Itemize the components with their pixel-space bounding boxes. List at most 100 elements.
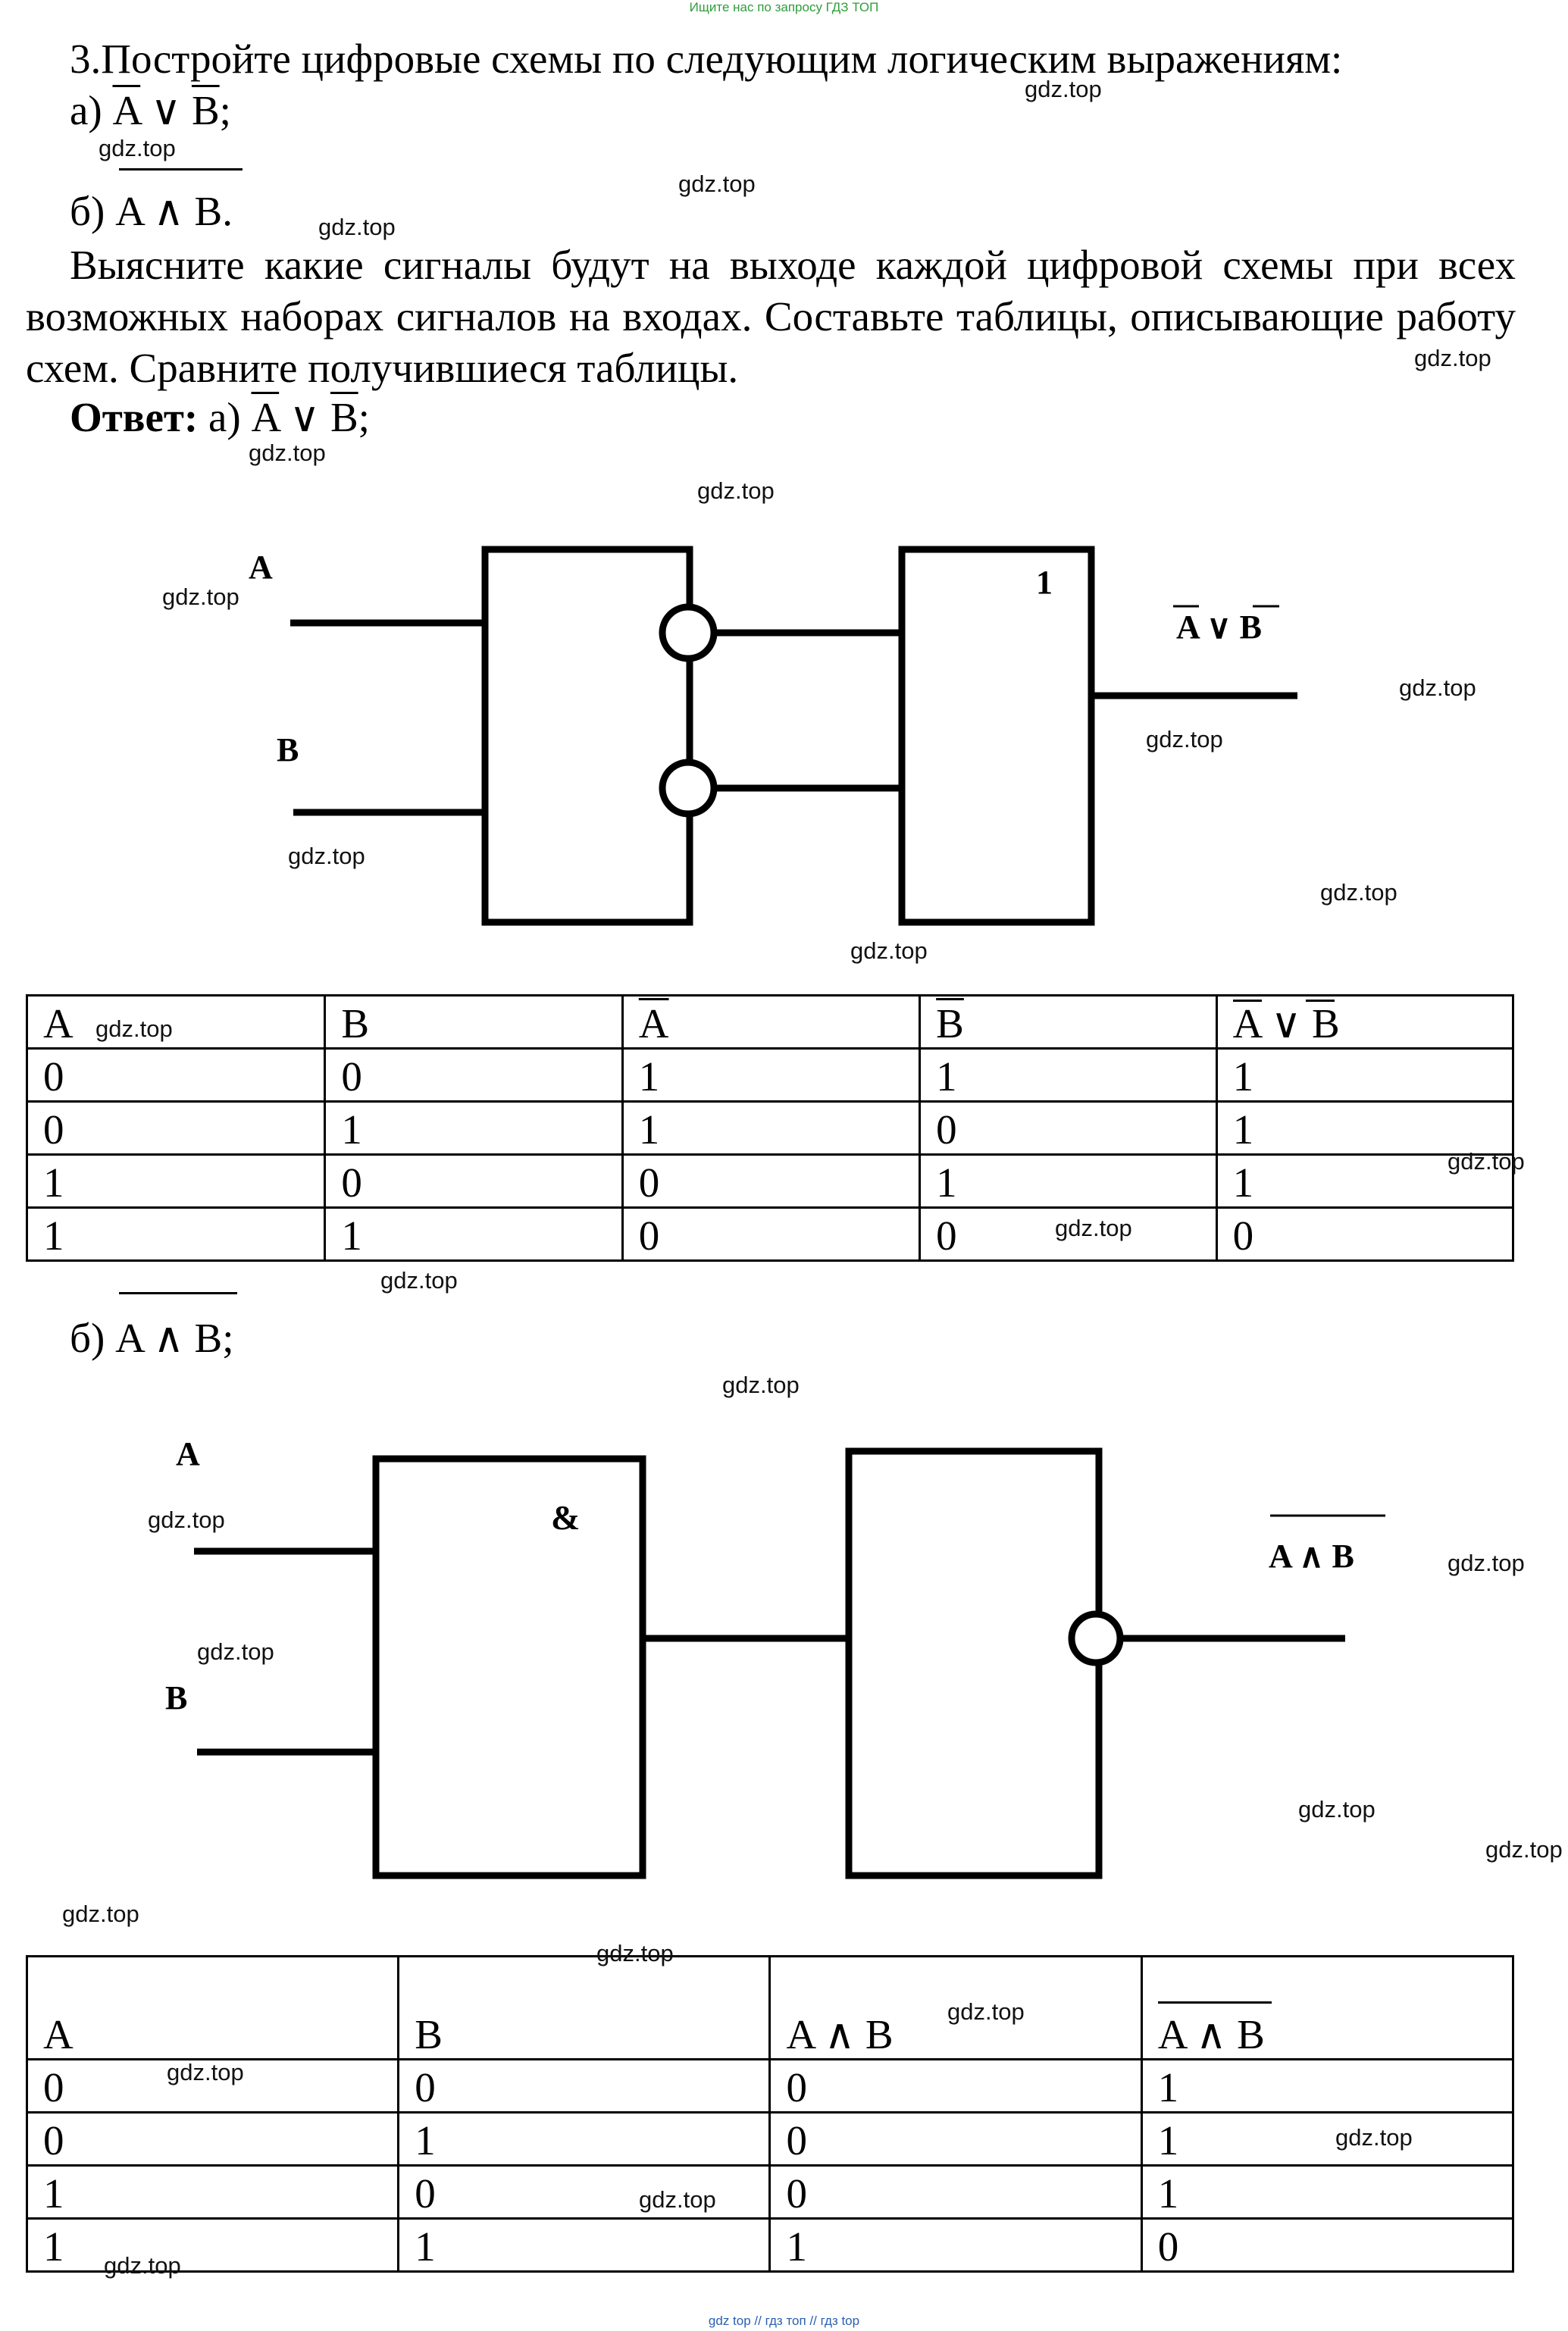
diagram-a-inversion-circle-b (659, 759, 718, 818)
watermark: gdz.top (1320, 879, 1397, 906)
task-item-a: а) A ∨ B; (70, 86, 231, 136)
diagram-a-input-b-label: B (277, 731, 299, 768)
answer-b-end: ; (222, 1315, 234, 1361)
diagram-b-and-symbol: & (551, 1498, 580, 1537)
table-a-header-not-a: A (638, 1000, 669, 1047)
table-b-header-cell: A ∧ B (1140, 1955, 1515, 2060)
table-b-header-cell: B (397, 1955, 771, 2060)
answer-b-prefix: б) (70, 1315, 116, 1361)
table-cell: 0 (621, 1153, 922, 1209)
task-paragraph: Выясните какие сигналы будут на выходе к… (26, 242, 1516, 391)
table-cell: 1 (25, 2164, 400, 2220)
task-a-end: ; (219, 87, 231, 133)
table-b-header-negation-bar (1157, 2001, 1272, 2004)
watermark: gdz.top (1399, 674, 1476, 701)
task-item-b: б) A ∧ B. (70, 186, 233, 236)
diagram-a-inversion-circle-a (659, 603, 718, 662)
table-a-header-bar-b (1305, 1000, 1335, 1002)
table-cell: 1 (621, 1100, 922, 1156)
circuit-diagram-b: A B & A ∧ B (165, 1435, 1385, 1879)
table-cell: 1 (324, 1206, 624, 1262)
table-b-header-row: A B A ∧ B A ∧ B (25, 1955, 1515, 2060)
watermark: gdz.top (1298, 1796, 1376, 1823)
watermark: gdz.top (639, 2186, 716, 2213)
watermark: gdz.top (380, 1267, 458, 1294)
watermark: gdz.top (288, 843, 365, 869)
watermark: gdz.top (62, 1901, 139, 1927)
watermark: gdz.top (167, 2059, 244, 2085)
watermark: gdz.top (1485, 1836, 1563, 1863)
watermark: gdz.top (162, 584, 239, 610)
watermark: gdz.top (95, 1015, 173, 1042)
table-cell: 0 (25, 1100, 327, 1156)
watermark: gdz.top (1025, 76, 1102, 102)
watermark: gdz.top (197, 1638, 274, 1665)
diagram-b-input-b-label: B (165, 1679, 187, 1716)
table-a-header-row: A B A B A ∨ B (25, 994, 1515, 1050)
table-cell: 0 (768, 2058, 1143, 2114)
table-a-header-cell: A (25, 994, 327, 1050)
task-a-operator: ∨ (140, 87, 192, 133)
watermark: gdz.top (249, 440, 326, 466)
answer-a-not-b: B (330, 394, 358, 440)
diagram-a-or-gate-block (898, 546, 1095, 926)
watermark: gdz.top (697, 477, 775, 504)
watermark: gdz.top (1335, 2124, 1413, 2151)
table-a-header-result: A ∨ B (1232, 1000, 1340, 1047)
table-cell: 1 (919, 1047, 1218, 1103)
answer-a-prefix: а) (198, 394, 252, 440)
table-cell: 0 (768, 2164, 1143, 2220)
diagram-a-not-gate-block (481, 546, 693, 926)
table-cell: 1 (919, 1153, 1218, 1209)
table-cell: 1 (621, 1047, 922, 1103)
watermark: gdz.top (104, 2252, 181, 2279)
table-cell: 0 (324, 1047, 624, 1103)
watermark: gdz.top (148, 1507, 225, 1533)
table-a-header-bar-a (1232, 1000, 1262, 1002)
watermark: gdz.top (947, 1998, 1025, 2025)
table-a-header-cell: A (621, 994, 922, 1050)
circuit-diagram-a: A B 1 A ∨ B (249, 546, 1297, 926)
table-cell: 1 (25, 1153, 327, 1209)
table-a-header-not-b: B (936, 1000, 964, 1047)
diagram-a-output-label: A ∨ B (1176, 609, 1262, 646)
watermark: gdz.top (318, 214, 396, 240)
task-b-prefix: б) (70, 188, 116, 234)
table-cell: 1 (25, 2217, 400, 2273)
watermark: gdz.top (1448, 1148, 1525, 1175)
table-cell: 0 (397, 2164, 771, 2220)
table-cell: 0 (919, 1100, 1218, 1156)
bottom-note: gdz top // гдз топ // гдз top (708, 2314, 860, 2328)
table-cell: 0 (1215, 1206, 1515, 1262)
watermark: gdz.top (678, 171, 756, 197)
table-cell: 1 (768, 2217, 1143, 2273)
diagram-b-input-a-label: A (176, 1435, 200, 1472)
watermark: gdz.top (99, 135, 176, 161)
answer-a-not-a: A (251, 394, 280, 440)
table-b-header-result: A ∧ B (1157, 2011, 1265, 2057)
answer-a-operator: ∨ (279, 394, 330, 440)
table-cell: 0 (25, 2111, 400, 2167)
answer-a-end: ; (358, 394, 370, 440)
diagram-b-output-label: A ∧ B (1269, 1538, 1354, 1575)
top-note: Ищите нас по запросу ГДЗ ТОП (689, 0, 879, 14)
watermark: gdz.top (850, 937, 928, 964)
answer-b-line: б) A ∧ B; (70, 1313, 233, 1363)
table-cell: 1 (1140, 2058, 1515, 2114)
table-cell: 1 (1215, 1100, 1515, 1156)
table-cell: 1 (324, 1100, 624, 1156)
table-cell: 0 (25, 1047, 327, 1103)
diagram-b-and-gate-block (372, 1455, 646, 1879)
table-cell: 0 (621, 1206, 922, 1262)
table-a-header-cell: B (919, 994, 1218, 1050)
watermark: gdz.top (722, 1372, 800, 1398)
task-a-not-a: A (112, 87, 141, 133)
table-cell: 1 (397, 2111, 771, 2167)
task-b-end: . (222, 188, 233, 234)
table-cell: 0 (25, 2058, 400, 2114)
